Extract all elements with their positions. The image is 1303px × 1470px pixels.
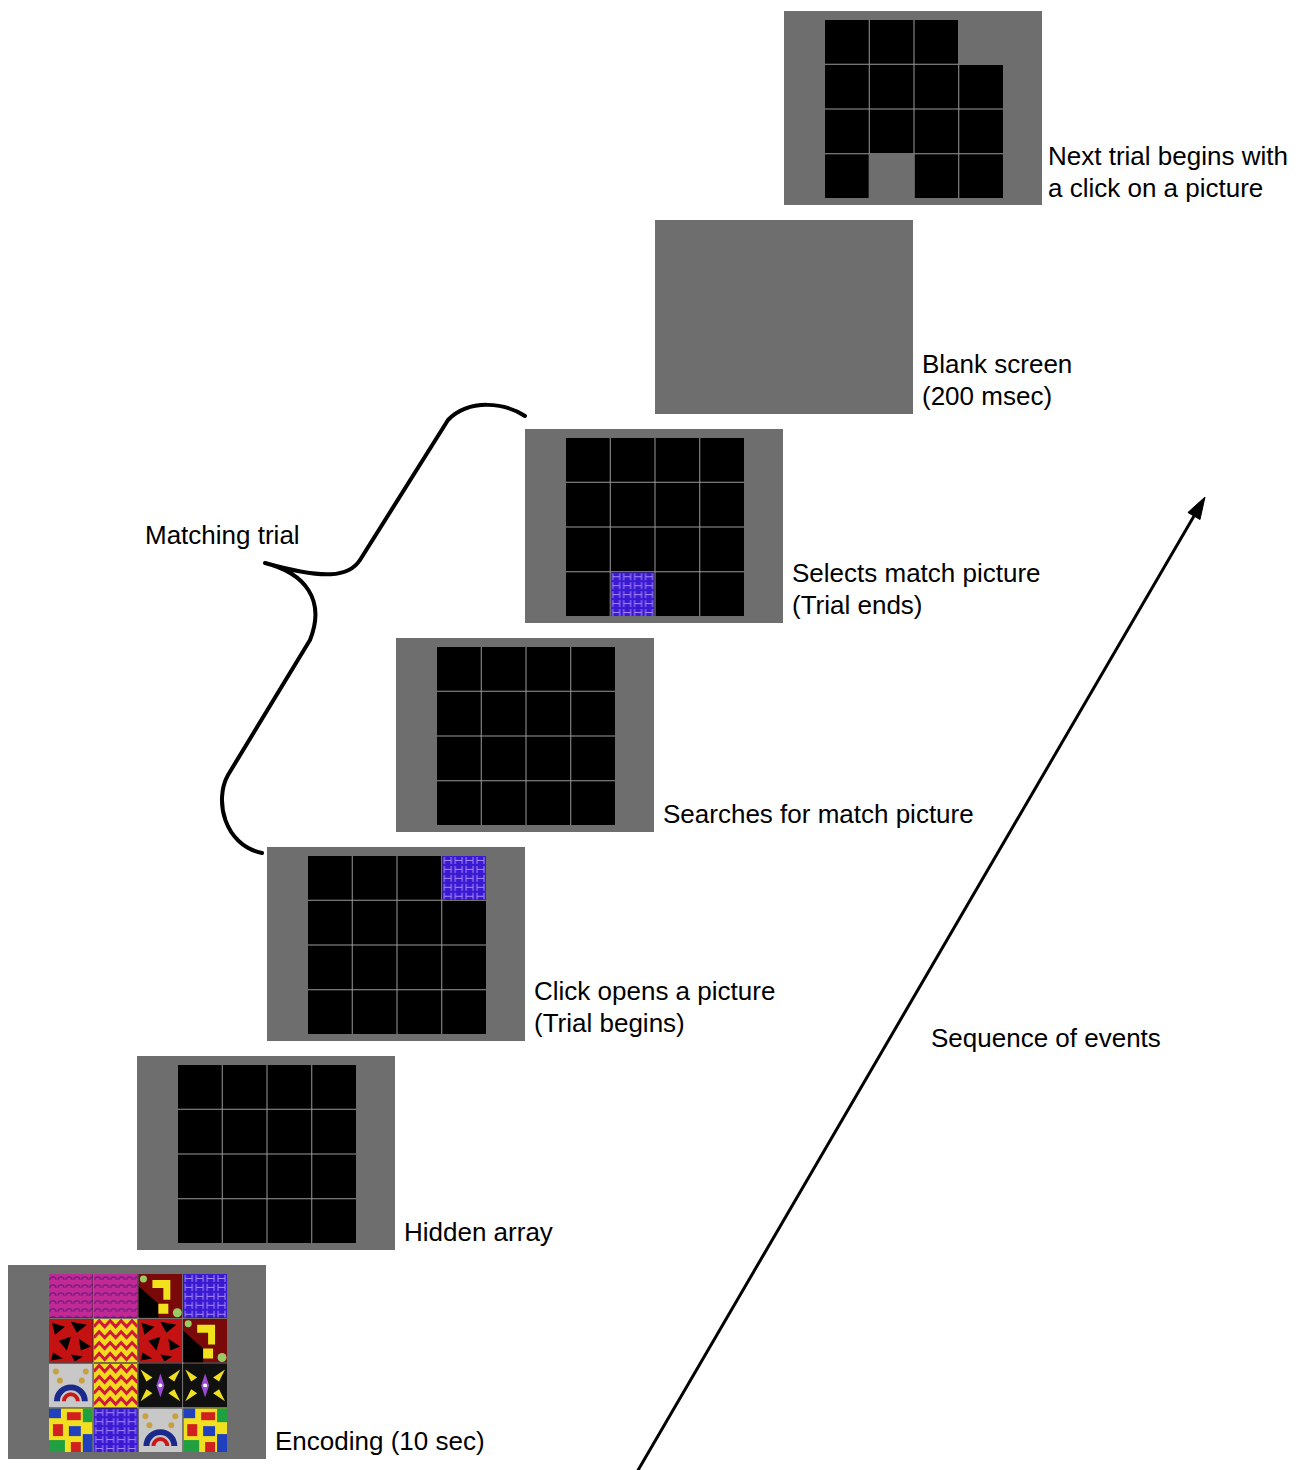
card-grids <box>49 20 1003 1452</box>
screen-frame: Blank screen (200 msec) <box>655 220 913 414</box>
bracket-label: Matching trial <box>145 519 300 551</box>
screen-caption: Encoding (10 sec) <box>275 1425 485 1457</box>
screen-caption: Click opens a picture (Trial begins) <box>534 975 796 1039</box>
removed-cards <box>869 19 1005 200</box>
screen-caption: Blank screen (200 msec) <box>922 348 1092 412</box>
screen-caption: Searches for match picture <box>663 798 974 830</box>
axis-label: Sequence of events <box>931 1022 1161 1054</box>
opened-pictures <box>442 572 654 900</box>
matching-trial-brace <box>222 405 525 853</box>
screen-caption: Next trial begins with a click on a pict… <box>1048 140 1298 204</box>
screen-frame: Encoding (10 sec) <box>8 1265 266 1459</box>
screen-backgrounds <box>8 11 1042 1459</box>
screen-caption: Hidden array <box>404 1216 553 1248</box>
screen-frame: Hidden array <box>137 1056 395 1250</box>
screen-caption: Selects match picture (Trial ends) <box>792 557 1060 621</box>
screen-frame: Next trial begins with a click on a pict… <box>784 11 1042 205</box>
screen-frame: Searches for match picture <box>396 638 654 832</box>
screen-frame: Selects match picture (Trial ends) <box>525 429 783 623</box>
screen-frame: Click opens a picture (Trial begins) <box>267 847 525 1041</box>
encoding-pictures <box>49 1274 227 1452</box>
